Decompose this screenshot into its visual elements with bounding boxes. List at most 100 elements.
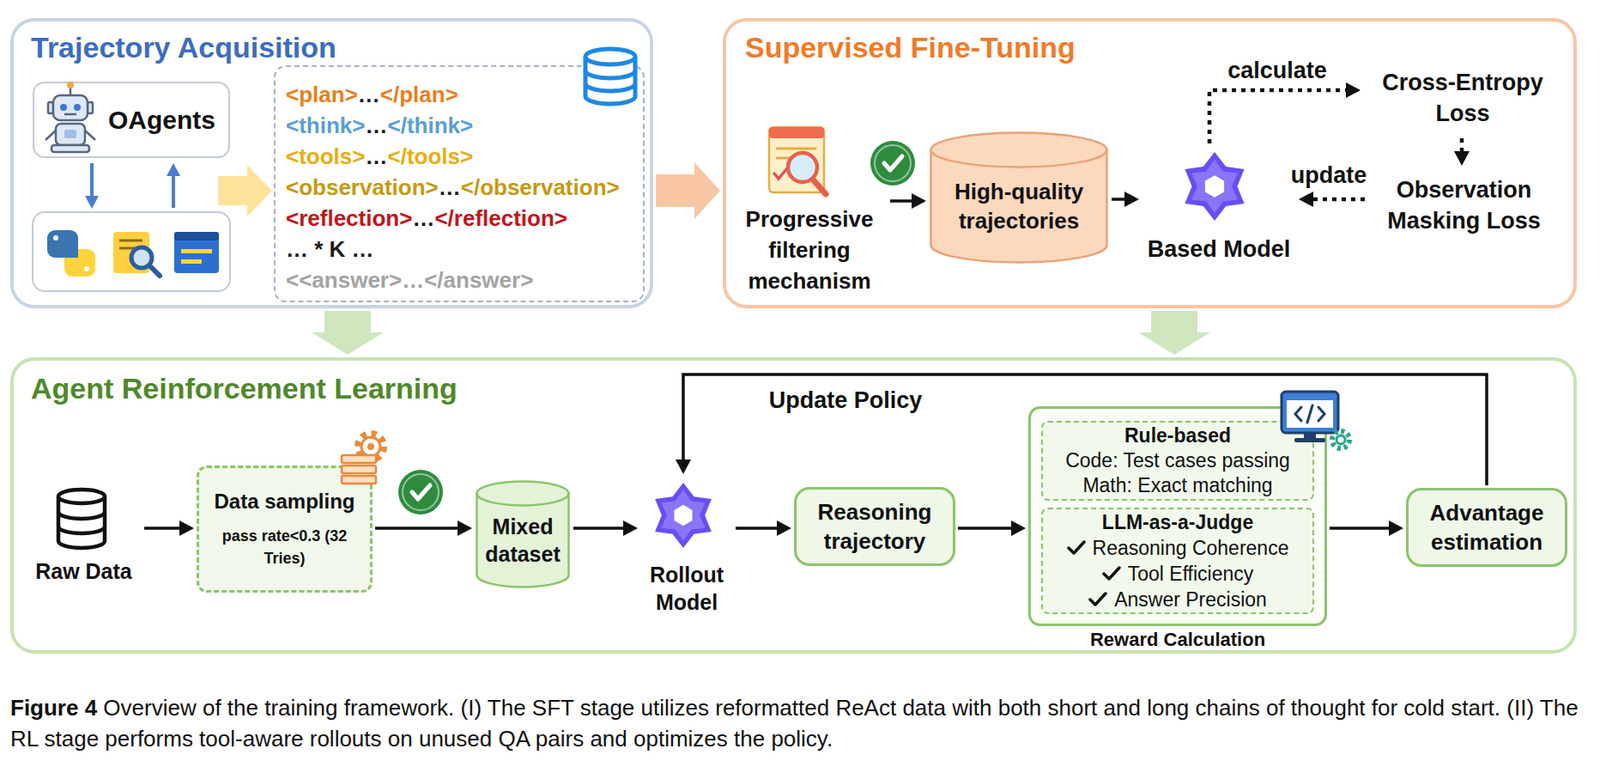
tag-part: </think> (387, 112, 473, 139)
node-icon-art-part-part (585, 70, 636, 79)
node-text: Rollout Model (640, 560, 734, 616)
node-icon-art-part (367, 442, 375, 450)
node-icon-art-part (357, 433, 384, 460)
tag-line: … * K … (285, 233, 635, 265)
node-icon-art-part (660, 489, 705, 540)
node-icon-art-part (1303, 432, 1316, 439)
stage-flow-arrow (311, 310, 384, 355)
node-icon-art (341, 433, 384, 484)
tag-part: <tools> (285, 143, 365, 170)
tag-line: <reflection>…</reflection> (285, 202, 635, 234)
node-text: Based Model (1141, 233, 1297, 265)
tag-line: <plan>…</plan> (285, 78, 635, 110)
tag-ellipsis: … (351, 236, 375, 262)
python-logo (47, 230, 96, 277)
check-item: Tool Efficiency (1048, 560, 1308, 587)
tag-part: <<answer> (285, 266, 402, 293)
caption-figure-number: Figure 4 (10, 694, 97, 721)
node-icon-art-part (1281, 391, 1339, 433)
exchange-arrows-part (171, 174, 176, 208)
node-icon-art-part-part (1295, 406, 1302, 421)
tag-ellipsis: … (285, 236, 309, 262)
arrow-head (457, 520, 473, 536)
node-icon-art-part-part (1307, 405, 1313, 423)
stage-flow-arrow (1138, 310, 1211, 355)
node-icon-art-part (787, 152, 818, 182)
reward-rule-box: Rule-basedCode: Test cases passingMath: … (1041, 420, 1315, 501)
node-icon-art-part-part (341, 465, 376, 473)
flow-connector (890, 193, 927, 209)
search-icon-part (131, 247, 152, 268)
stage-panel: Supervised Fine-TuningProgressive filter… (722, 18, 1577, 309)
reward-judge-box: LLM-as-a-JudgeReasoning CoherenceTool Ef… (1041, 507, 1315, 614)
check-mark-stroke (1090, 593, 1106, 605)
check-mark-stroke (1103, 567, 1120, 579)
node-icon-art-part-part (58, 511, 105, 519)
cylinder-body (477, 493, 570, 588)
node-text: Rule-based (1048, 423, 1308, 449)
model-node: Based Model (1141, 145, 1297, 265)
tag-part: <reflection> (285, 205, 413, 231)
arrow-head (911, 193, 927, 209)
node-icon-art-part-part (48, 102, 54, 114)
check-badge-part (402, 473, 439, 510)
connector-line (144, 526, 181, 530)
node-icon-art-part (769, 127, 825, 193)
panel-title: Supervised Fine-Tuning (745, 30, 1076, 65)
node-icon-art-part (774, 168, 788, 179)
node-icon-art-part (1332, 430, 1350, 449)
connector-line (890, 199, 913, 203)
node-icon-art-part-part (58, 496, 105, 548)
exchange-arrows-part (166, 163, 181, 176)
check-badge (398, 469, 443, 515)
reward-box-outline (1030, 407, 1327, 625)
panel-title: Trajectory Acquisition (30, 30, 337, 65)
dotted-connector-line (1312, 197, 1365, 202)
node-icon-art-part-part (776, 157, 797, 160)
tag-line: <observation>…</observation> (285, 171, 635, 203)
data-cylinder: High-quality trajectories (928, 130, 1110, 265)
arrow-head (675, 459, 691, 474)
node-text: Code: Test cases passing (1048, 448, 1308, 473)
edge-label: update (1287, 161, 1371, 189)
tag-ellipsis: … (364, 112, 388, 139)
node-icon-art-part (1336, 435, 1346, 444)
edge-label: Update Policy (765, 386, 927, 414)
node-text: Observation Masking Loss (1367, 174, 1561, 237)
connector-line (573, 526, 625, 530)
window-icon-part (174, 231, 219, 241)
node-icon-art-part (64, 129, 77, 139)
node-text: LLM-as-a-Judge (1048, 509, 1308, 535)
caption-text: Overview of the training framework. (I) … (10, 694, 1579, 752)
node-icon-art-part-part (341, 454, 376, 463)
tag-part: * K (308, 236, 352, 262)
node-icon-art-part-part (585, 83, 636, 91)
check-item: Answer Precision (1048, 586, 1308, 613)
search-icon-part (149, 265, 160, 276)
block-arrow-shape (1138, 310, 1211, 355)
node-text: Data sampling (206, 488, 364, 515)
tag-ellipsis: … (412, 205, 435, 231)
node-icon-art-part (64, 113, 77, 116)
python-logo-part (84, 266, 90, 272)
stage-panel: Agent Reinforcement LearningRaw DataData… (10, 357, 1577, 654)
arrow-head (1388, 520, 1404, 536)
data-cylinder: Mixed dataset (474, 478, 571, 589)
flow-connector (1111, 191, 1140, 207)
node-icon-art (45, 81, 96, 152)
node-icon-art-part (654, 482, 712, 548)
group-label: Reward Calculation (1028, 629, 1328, 650)
node-icon-art-part-part (55, 123, 85, 146)
tag-part: </observation> (460, 174, 620, 200)
check-item-text: Reasoning Coherence (1092, 534, 1290, 561)
reward-group: Reward Calculation Rule-basedCode: Test c… (1028, 406, 1328, 650)
arrow-head (1345, 82, 1361, 98)
exchange-arrows-part (90, 163, 94, 198)
flow-connector (573, 520, 638, 536)
figure-caption: Figure 4 Overview of the training framew… (10, 691, 1590, 754)
check-mark (1066, 539, 1086, 556)
node-text: Math: Exact matching (1048, 472, 1308, 498)
node-text: OAgents (108, 104, 225, 136)
node-icon-art-part (585, 48, 636, 104)
